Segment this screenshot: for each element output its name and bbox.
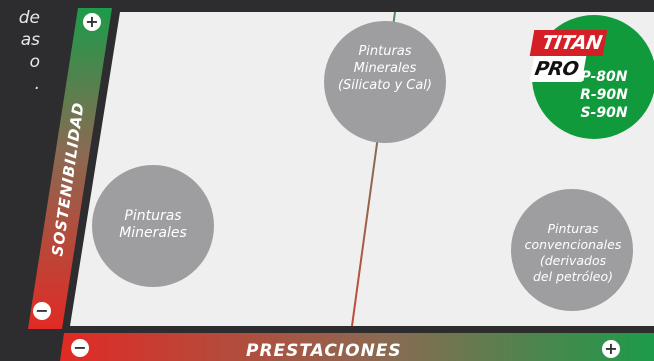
bubble-top-line: (Silicato y Cal)	[337, 78, 432, 93]
product-item: R-90N	[580, 87, 628, 103]
logo-titan: TITAN	[529, 30, 607, 56]
bubble-right-line: del petróleo)	[532, 269, 614, 284]
side-text-line: de	[18, 8, 40, 28]
bubble-left-text: Pinturas Minerales	[98, 208, 208, 242]
bubble-left-line: Pinturas	[124, 208, 182, 224]
side-text-line: .	[34, 74, 40, 94]
x-axis-minus-sign: −	[71, 339, 89, 357]
bubble-left-line: Minerales	[119, 225, 187, 241]
x-axis-band	[60, 333, 654, 361]
quadrant-panel	[70, 12, 654, 326]
y-axis-plus-sign: +	[83, 13, 101, 31]
x-axis-label: PRESTACIONES	[246, 341, 402, 361]
bubble-top-line: Pinturas	[358, 44, 412, 59]
bubble-top-line: Minerales	[353, 61, 417, 76]
y-axis-minus-sign: −	[33, 302, 51, 320]
side-text: de as o .	[0, 6, 40, 96]
titanpro-logo: TITANPRO	[529, 30, 654, 82]
y-axis-band	[28, 8, 112, 329]
bubble-right-line: (derivados	[539, 253, 607, 268]
side-text-line: o	[29, 52, 40, 72]
bubble-right-line: convencionales	[524, 237, 622, 252]
x-axis-plus-sign: +	[602, 340, 620, 358]
bubble-top-text: Pinturas Minerales (Silicato y Cal)	[325, 43, 445, 94]
bubble-right-text: Pinturas convencionales (derivados del p…	[512, 221, 634, 285]
side-text-line: as	[20, 30, 40, 50]
bubble-right-line: Pinturas	[547, 221, 599, 236]
bubble-top	[324, 21, 446, 143]
bubble-left	[92, 165, 214, 287]
bubble-right	[511, 189, 633, 311]
product-list: P-80N R-90N S-90N	[562, 68, 646, 122]
product-item: S-90N	[580, 105, 628, 121]
product-item: P-80N	[580, 69, 628, 85]
